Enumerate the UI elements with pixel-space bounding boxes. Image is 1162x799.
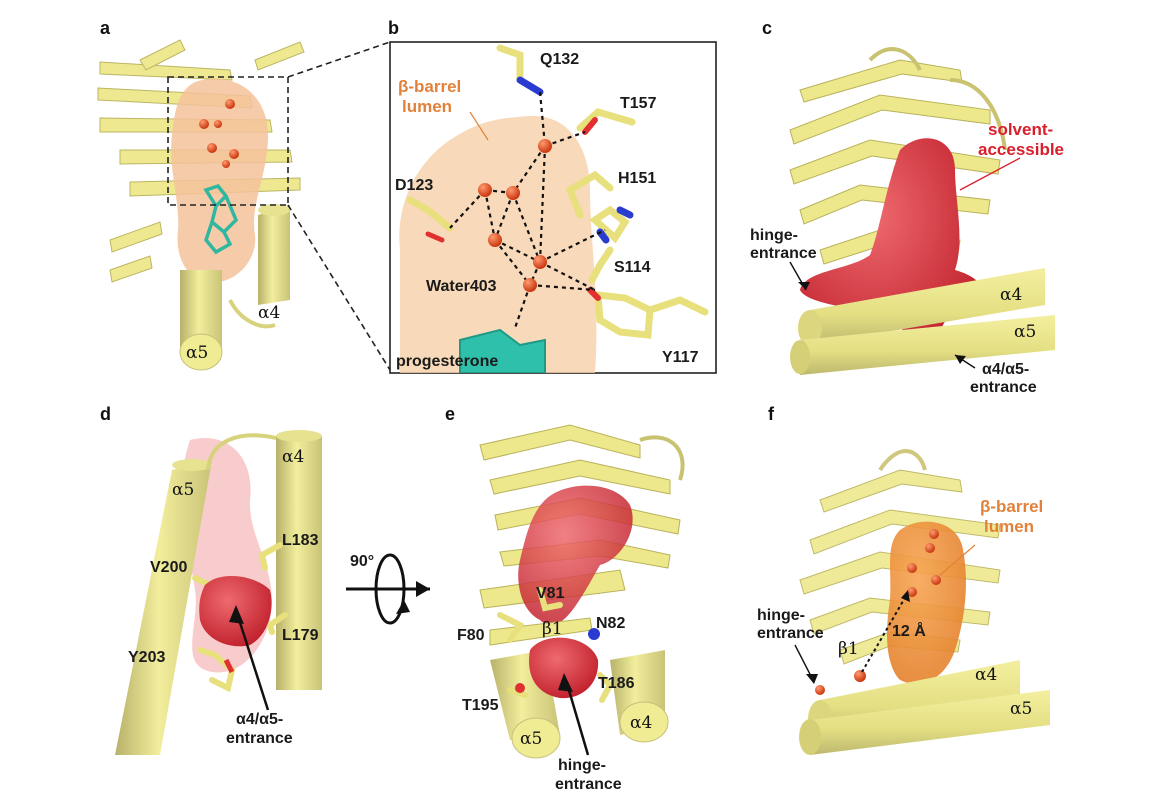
label-progesterone: progesterone bbox=[396, 353, 498, 370]
panel-b-closeup: β-barrel lumen Q132 T157 D123 H151 S114 … bbox=[389, 41, 717, 374]
label-f80: F80 bbox=[457, 627, 485, 644]
label-s114: S114 bbox=[614, 259, 651, 276]
helix-alpha5-c bbox=[790, 315, 1055, 375]
label-solvent-1: solvent- bbox=[988, 120, 1053, 139]
label-h151: H151 bbox=[618, 170, 656, 187]
label-alpha4-d: α4 bbox=[282, 447, 304, 467]
label-lumen-f-1: β-barrel bbox=[980, 497, 1043, 516]
panel-f-structure: β-barrel lumen hinge- entrance β1 12 Å α… bbox=[757, 449, 1050, 755]
label-lumen-b-1: β-barrel bbox=[398, 77, 461, 96]
panel-a-structure: α4 α5 bbox=[97, 39, 391, 371]
panel-label-d: d bbox=[100, 404, 111, 424]
label-water403: Water403 bbox=[426, 278, 497, 295]
label-alpha5-a: α5 bbox=[186, 343, 208, 363]
cavity-surface-e bbox=[529, 637, 599, 699]
label-alpha5-f: α5 bbox=[1010, 699, 1032, 719]
panel-label-b: b bbox=[388, 18, 399, 38]
label-l179: L179 bbox=[282, 627, 319, 644]
label-y203: Y203 bbox=[128, 649, 165, 666]
helix-alpha5-d bbox=[115, 459, 212, 755]
label-v200: V200 bbox=[150, 559, 187, 576]
label-hinge-e-1: hinge- bbox=[558, 757, 606, 774]
zoom-box bbox=[167, 76, 289, 206]
label-a45-d-1: α4/α5- bbox=[236, 711, 283, 728]
label-solvent-2: accessible bbox=[978, 140, 1064, 159]
label-alpha5-e: α5 bbox=[520, 729, 542, 749]
label-t186: T186 bbox=[598, 675, 635, 692]
helix-alpha4-c bbox=[798, 268, 1045, 346]
label-alpha4-f: α4 bbox=[975, 665, 997, 685]
panel-e-structure: V81 N82 F80 β1 T186 T195 α5 α4 hinge- en… bbox=[457, 424, 685, 793]
label-beta1-e: β1 bbox=[542, 619, 563, 639]
label-rotation: 90° bbox=[350, 553, 374, 570]
cavity-surface-e-top bbox=[518, 485, 633, 626]
label-l183: L183 bbox=[282, 532, 319, 549]
helix-alpha4-d bbox=[276, 430, 322, 690]
label-alpha4-e: α4 bbox=[630, 713, 652, 733]
lumen-surface bbox=[171, 78, 269, 283]
label-lumen-b-2: lumen bbox=[402, 97, 452, 116]
lumen-surface-f bbox=[887, 521, 966, 684]
label-alpha5-c: α5 bbox=[1014, 322, 1036, 342]
label-q132: Q132 bbox=[540, 51, 579, 68]
label-hinge-c-1: hinge- bbox=[750, 227, 798, 244]
helix-alpha5-f bbox=[799, 690, 1050, 755]
panel-label-f: f bbox=[768, 404, 775, 424]
label-hinge-e-2: entrance bbox=[555, 776, 622, 793]
label-v81: V81 bbox=[536, 585, 565, 602]
label-n82: N82 bbox=[596, 615, 625, 632]
panel-c-structure: solvent- accessible hinge- entrance α4 α… bbox=[750, 47, 1064, 396]
label-y117: Y117 bbox=[662, 349, 699, 366]
label-hinge-f-2: entrance bbox=[757, 625, 824, 642]
label-alpha4-a: α4 bbox=[258, 303, 280, 323]
label-hinge-c-2: entrance bbox=[750, 245, 817, 262]
rotation-indicator: 90° bbox=[346, 553, 430, 625]
panel-label-c: c bbox=[762, 18, 772, 38]
helix-alpha4-a bbox=[258, 204, 290, 305]
label-alpha5-d: α5 bbox=[172, 480, 194, 500]
label-a45-d-2: entrance bbox=[226, 730, 293, 747]
label-hinge-f-1: hinge- bbox=[757, 607, 805, 624]
label-beta1-f: β1 bbox=[838, 639, 859, 659]
label-a45-c-2: entrance bbox=[970, 379, 1037, 396]
panel-d-structure: α5 α4 L183 V200 L179 Y203 α4/α5- entranc… bbox=[115, 430, 322, 755]
label-t157: T157 bbox=[620, 95, 657, 112]
label-d123: D123 bbox=[395, 177, 433, 194]
label-a45-c-1: α4/α5- bbox=[982, 361, 1029, 378]
helix-alpha5-a bbox=[179, 270, 223, 371]
helix-alpha4-e bbox=[610, 650, 669, 743]
label-lumen-f-2: lumen bbox=[984, 517, 1034, 536]
label-alpha4-c: α4 bbox=[1000, 285, 1022, 305]
panel-label-e: e bbox=[445, 404, 455, 424]
panel-label-a: a bbox=[100, 18, 111, 38]
label-distance: 12 Å bbox=[892, 621, 926, 640]
label-t195: T195 bbox=[462, 697, 499, 714]
